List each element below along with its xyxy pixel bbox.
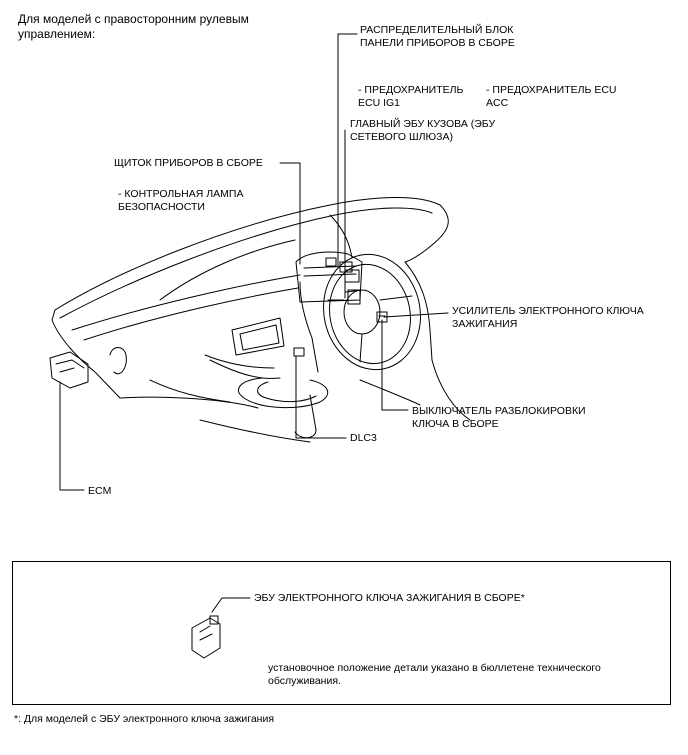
combination-meter-label: ЩИТОК ПРИБОРОВ В СБОРЕ xyxy=(114,157,263,169)
dashboard-outline xyxy=(51,197,471,443)
inset-ecu-part xyxy=(191,615,221,659)
page-title: Для моделей с правосторонним рулевым упр… xyxy=(18,12,249,41)
combination-meter-part xyxy=(295,251,363,303)
inset-note: установочное положение детали указано в … xyxy=(268,662,601,687)
fuse-ecu-ig1-label: - ПРЕДОХРАНИТЕЛЬ ECU IG1 xyxy=(358,84,464,109)
footnote: *: Для моделей с ЭБУ электронного ключа … xyxy=(14,713,275,725)
steering-wheel xyxy=(323,253,421,371)
dlc3-label: DLC3 xyxy=(350,432,377,444)
unlock-switch-label: ВЫКЛЮЧАТЕЛЬ РАЗБЛОКИРОВКИ КЛЮЧА В СБОРЕ xyxy=(412,405,586,430)
ecm-label: ECM xyxy=(88,485,112,497)
ecm-part xyxy=(49,351,89,389)
inset-ecu-label: ЭБУ ЭЛЕКТРОННОГО КЛЮЧА ЗАЖИГАНИЯ В СБОРЕ… xyxy=(254,592,525,604)
key-amplifier-label: УСИЛИТЕЛЬ ЭЛЕКТРОННОГО КЛЮЧА ЗАЖИГАНИЯ xyxy=(452,305,644,330)
leader-lines xyxy=(59,33,449,613)
junction-block-part xyxy=(344,269,363,305)
fuse-ecu-acc-label: - ПРЕДОХРАНИТЕЛЬ ECU ACC xyxy=(486,84,617,109)
main-body-ecu-label: ГЛАВНЫЙ ЭБУ КУЗОВА (ЭБУ СЕТЕВОГО ШЛЮЗА) xyxy=(350,118,496,143)
security-indicator-label: - КОНТРОЛЬНАЯ ЛАМПА БЕЗОПАСНОСТИ xyxy=(118,188,244,213)
dlc3-part xyxy=(293,347,305,357)
junction-block-label: РАСПРЕДЕЛИТЕЛЬНЫЙ БЛОК ПАНЕЛИ ПРИБОРОВ В… xyxy=(360,24,515,49)
inset-box xyxy=(12,561,671,705)
